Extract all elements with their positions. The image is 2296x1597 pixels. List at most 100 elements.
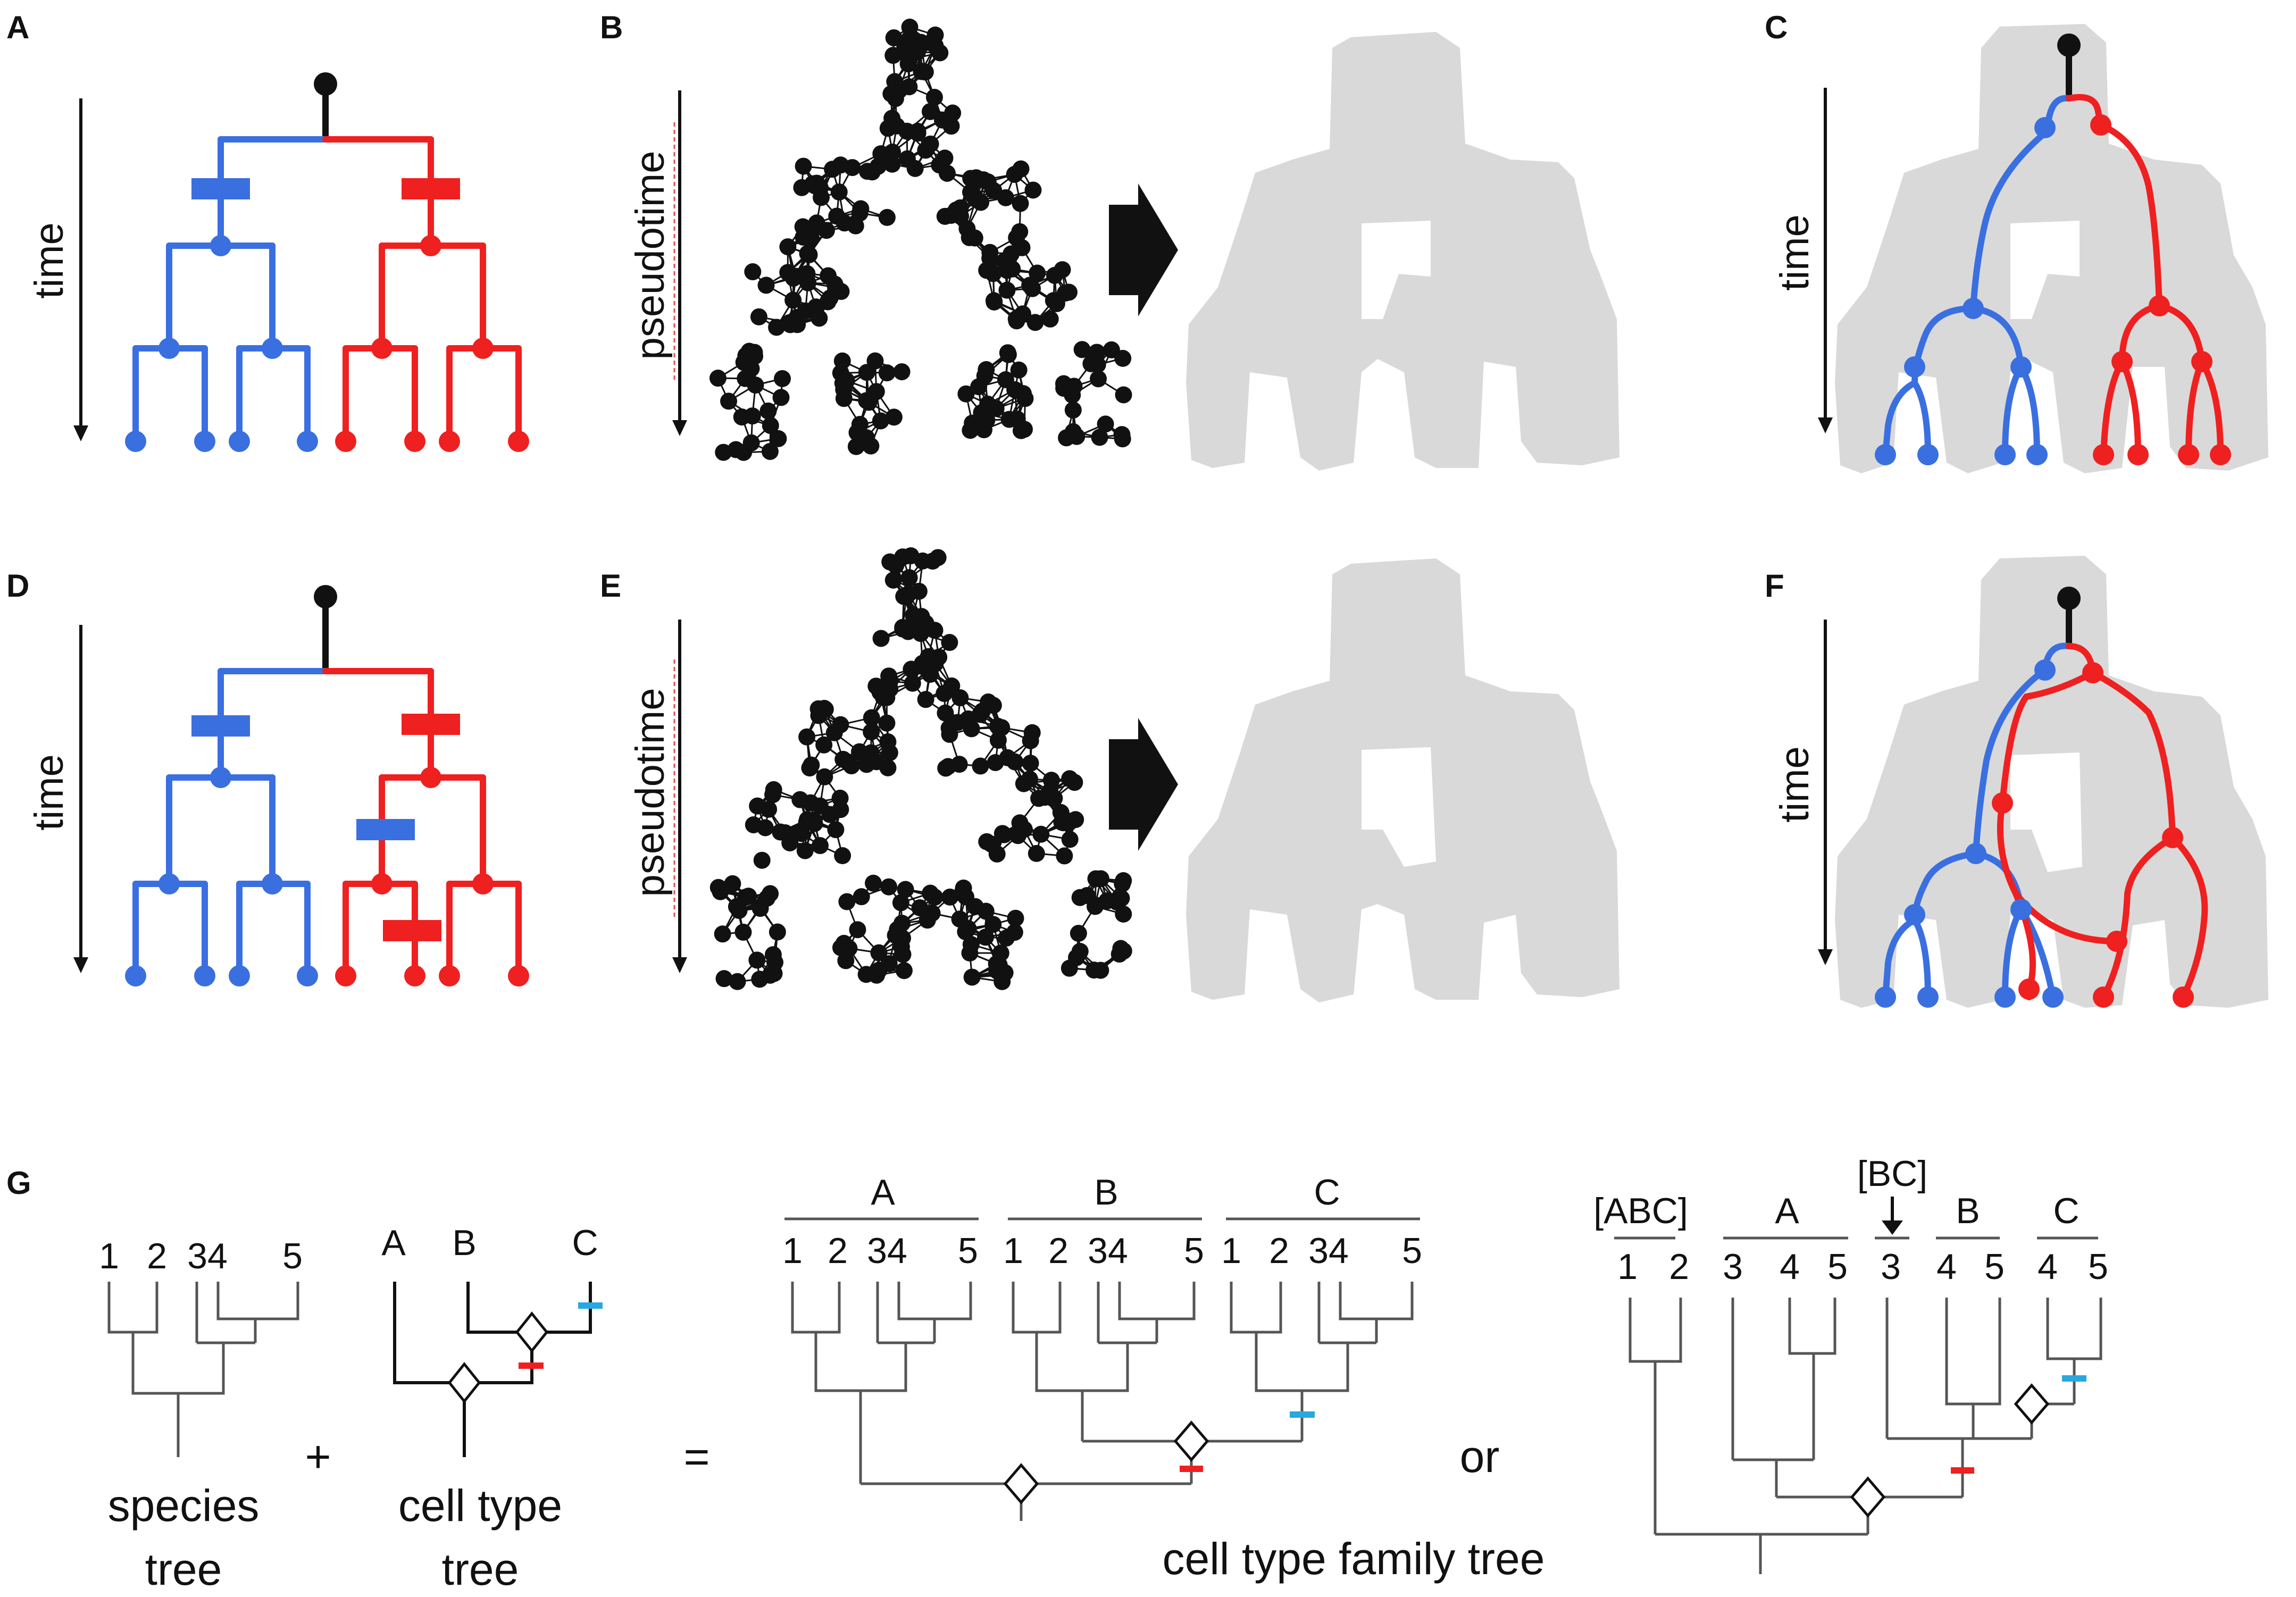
cell-node: [770, 430, 787, 447]
cell-node: [1036, 789, 1054, 806]
species-caption: species: [108, 1481, 260, 1531]
cell-node: [984, 916, 1002, 933]
cell-node: [870, 961, 888, 979]
cell-node: [853, 888, 870, 906]
family-group-label: C: [1314, 1172, 1340, 1213]
cell-node: [904, 674, 921, 692]
cell-node: [844, 159, 861, 177]
panel-e: E pseudotime: [600, 547, 1619, 1002]
celltype-caption: cell type: [398, 1481, 562, 1531]
alt-group-label: A: [1775, 1191, 1799, 1231]
cell-node: [733, 408, 750, 426]
cell-node: [729, 973, 746, 990]
cell-node: [909, 124, 926, 142]
cell-node: [772, 823, 789, 841]
cell-node: [972, 194, 990, 211]
cell-node: [764, 946, 782, 964]
cell-node: [772, 389, 790, 406]
cell-node: [865, 874, 882, 892]
cell-node: [884, 571, 902, 589]
cell-node: [779, 238, 797, 256]
cell-node: [999, 346, 1017, 363]
cell-node: [1068, 428, 1086, 445]
panel-letter-g: G: [6, 1165, 31, 1201]
cell-node: [926, 622, 944, 639]
celltype-caption: tree: [442, 1544, 519, 1594]
alt-leaf-label: 3: [1881, 1247, 1901, 1287]
celltype-leaf-label: B: [452, 1223, 476, 1263]
cell-node: [898, 588, 915, 606]
cell-node: [805, 812, 823, 829]
cell-node: [1014, 305, 1031, 323]
cell-node: [914, 552, 931, 570]
right-arrow-icon: [1109, 718, 1178, 851]
cell-node: [879, 120, 897, 137]
panel-f: F time: [1765, 556, 2268, 1008]
species-leaf-label: 34: [187, 1236, 228, 1276]
cell-node: [753, 851, 771, 869]
cell-node: [987, 400, 1005, 417]
cell-node: [1021, 277, 1039, 294]
celltype-leaf-label: C: [572, 1223, 598, 1263]
panel-letter-d: D: [6, 568, 29, 604]
alt-leaf-label: 4: [2038, 1247, 2058, 1287]
family-leaf-label: 2: [1048, 1231, 1068, 1271]
cell-node: [941, 725, 958, 743]
panel-a: A time: [6, 10, 529, 452]
cell-node: [800, 246, 818, 263]
cell-node: [894, 946, 912, 963]
cell-node: [1011, 814, 1029, 832]
cell-node: [1022, 732, 1039, 749]
cell-type-tree: A B C cell type tree: [381, 1223, 603, 1594]
cell-node: [765, 781, 782, 798]
cell-node: [913, 63, 930, 80]
cell-node: [1041, 310, 1059, 328]
cell-node: [1073, 341, 1091, 358]
cell-node: [1087, 898, 1104, 915]
cell-node: [922, 884, 939, 902]
family-leaf-label: 5: [958, 1231, 978, 1271]
cell-node: [914, 658, 931, 675]
cell-node: [970, 378, 988, 396]
cell-node: [937, 704, 954, 722]
cell-node: [900, 78, 918, 96]
family-leaf-label: 1: [1221, 1231, 1241, 1271]
cell-node: [784, 270, 802, 287]
cell-node: [759, 402, 777, 420]
species-leaf-label: 1: [99, 1236, 119, 1276]
cell-node: [951, 199, 969, 216]
axis-label-a: time: [27, 222, 72, 299]
cell-node: [885, 408, 903, 426]
cell-node: [987, 754, 1004, 771]
cell-node: [734, 923, 752, 941]
cell-node: [1054, 261, 1071, 279]
cell-node: [975, 421, 993, 439]
cell-node: [962, 170, 980, 187]
cell-node: [819, 293, 837, 311]
cell-node: [750, 308, 767, 325]
cell-node: [1022, 755, 1039, 772]
gray-silhouette-c: [1835, 24, 2268, 473]
cell-node: [815, 736, 833, 754]
cell-node: [821, 806, 839, 823]
cell-node: [870, 944, 888, 961]
cell-node: [926, 37, 944, 55]
cell-node: [894, 620, 912, 638]
cell-node: [993, 973, 1011, 990]
lineage-tree-f: [1875, 587, 2208, 1008]
cell-node: [925, 88, 943, 106]
right-arrow-icon: [1109, 183, 1178, 316]
cell-node: [872, 145, 890, 163]
cell-node: [1015, 775, 1032, 792]
cell-node: [744, 263, 762, 281]
alt-leaf-label: 5: [1827, 1247, 1848, 1287]
celltype-leaf-label: A: [381, 1223, 406, 1263]
cell-node: [840, 940, 858, 957]
cell-node: [749, 797, 766, 815]
cell-node: [900, 569, 918, 587]
cell-node: [756, 819, 774, 837]
cell-node: [1029, 264, 1046, 282]
cell-node: [715, 970, 733, 988]
alt-leaf-label: 3: [1723, 1247, 1743, 1287]
